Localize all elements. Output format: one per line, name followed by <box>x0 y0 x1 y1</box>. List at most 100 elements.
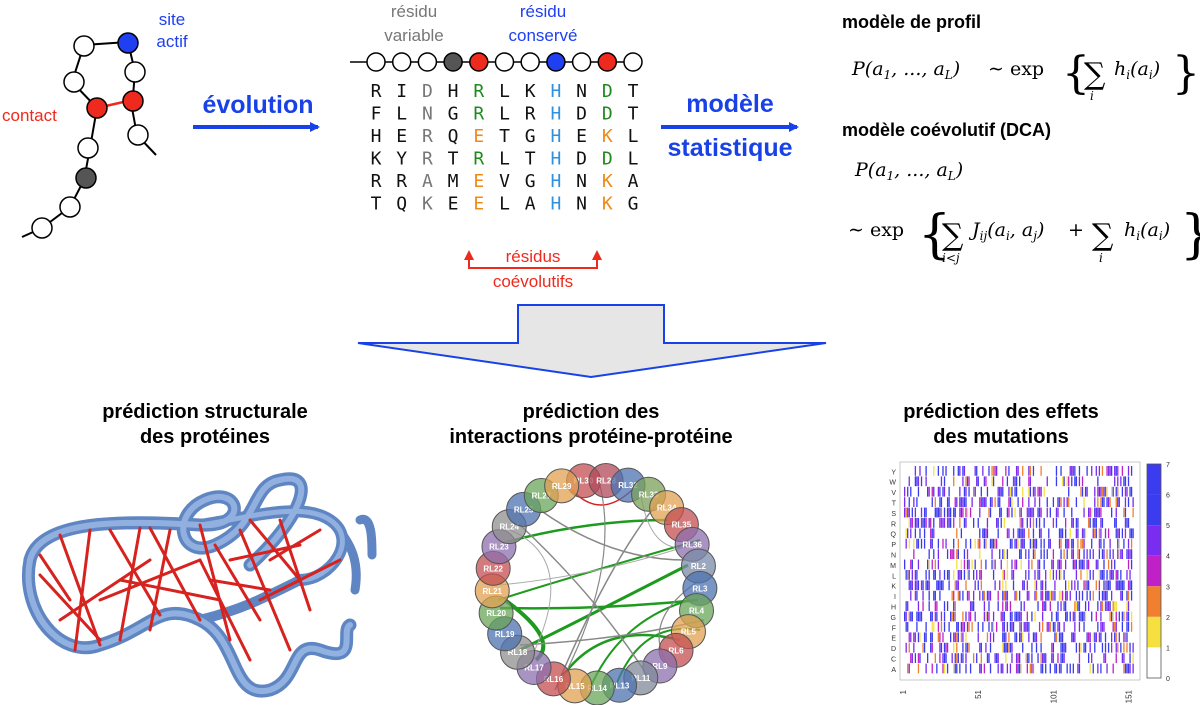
heatmap-cell <box>953 590 955 601</box>
heatmap-cell <box>965 611 967 622</box>
heatmap-cell <box>1040 507 1042 518</box>
heatmap-cell <box>917 538 920 549</box>
heatmap-cell <box>1111 570 1113 580</box>
heatmap-cell <box>960 559 963 570</box>
heatmap-cell <box>1017 466 1019 476</box>
heatmap-cell <box>1008 497 1010 507</box>
heatmap-cell <box>1088 559 1090 570</box>
circos-node-label: RL20 <box>486 609 506 618</box>
circos-node-label: RL32 <box>618 481 638 490</box>
heatmap-cell <box>1098 486 1101 497</box>
heatmap-cell <box>1052 570 1055 580</box>
heatmap-cell <box>971 622 973 632</box>
heatmap-cell <box>997 663 999 674</box>
heatmap-cell <box>1029 518 1032 528</box>
heatmap-cell <box>943 486 946 497</box>
heatmap-cell <box>1127 497 1130 507</box>
heatmap-cell <box>908 518 910 528</box>
heatmap-cell <box>954 611 956 622</box>
heatmap-cell <box>991 466 993 476</box>
heatmap-cell <box>919 466 921 476</box>
heatmap-cell <box>1005 632 1007 643</box>
heatmap-cell <box>1112 611 1114 622</box>
heatmap-cell <box>940 497 943 507</box>
heatmap-cell <box>1028 559 1030 570</box>
heatmap-cell <box>904 507 906 518</box>
heatmap-cell <box>1035 632 1038 643</box>
heatmap-cell <box>1032 486 1035 497</box>
heatmap-cell <box>957 622 959 632</box>
variable-header-2: variable <box>384 26 444 45</box>
alignment-node <box>443 52 463 72</box>
heatmap-cell <box>919 528 921 539</box>
heatmap-cell <box>992 611 995 622</box>
heatmap-cell <box>1120 570 1122 580</box>
heatmap-cell <box>1086 580 1088 591</box>
heatmap-cell <box>997 601 999 611</box>
heatmap-cell <box>937 549 940 559</box>
heatmap-cell <box>908 538 910 549</box>
heatmap-cell <box>1123 663 1125 674</box>
alignment-letter: N <box>576 194 587 215</box>
heatmap-cell <box>953 518 955 528</box>
alignment-letter: V <box>499 171 510 192</box>
heatmap-cell <box>910 518 912 528</box>
alignment-letter: M <box>448 171 459 192</box>
heatmap-cell <box>956 642 958 653</box>
heatmap-cell <box>1115 611 1117 622</box>
heatmap-cell <box>1112 663 1114 674</box>
heatmap-cell <box>1097 622 1099 632</box>
heatmap-cell <box>939 518 941 528</box>
heatmap-cell <box>1106 486 1108 497</box>
colorbar-tick: 2 <box>1166 615 1170 622</box>
heatmap-cell <box>1025 653 1027 663</box>
heatmap-cell <box>1022 518 1024 528</box>
heatmap-cell <box>1117 549 1119 559</box>
heatmap-cell <box>989 497 992 507</box>
heatmap-cell <box>1077 601 1079 611</box>
heatmap-cell <box>908 642 910 653</box>
heatmap-cell <box>980 642 982 653</box>
heatmap-cell <box>917 518 920 528</box>
heatmap-cell <box>940 476 943 487</box>
heatmap-cell <box>905 622 907 632</box>
heatmap-cell <box>1035 538 1038 549</box>
heatmap-cell <box>1063 622 1065 632</box>
heatmap-cell <box>1058 570 1061 580</box>
heatmap-cell <box>1028 486 1030 497</box>
heatmap-cell <box>905 601 907 611</box>
heatmap-cell <box>1019 528 1021 539</box>
heatmap-cell <box>922 518 924 528</box>
heatmap-cell <box>931 622 933 632</box>
heatmap-cell <box>927 580 929 591</box>
heatmap-cell <box>1103 549 1105 559</box>
heatmap-cell <box>1121 622 1124 632</box>
heatmap-cell <box>1043 538 1045 549</box>
heatmap-cell <box>1123 653 1125 663</box>
heatmap-cell <box>1028 590 1030 601</box>
heatmap-cell <box>1130 466 1133 476</box>
heatmap-cell <box>1103 538 1105 549</box>
alignment-node <box>546 52 566 72</box>
heatmap-cell <box>1111 632 1113 643</box>
alignment-letter: F <box>371 104 382 125</box>
heatmap-cell <box>1011 538 1013 549</box>
heatmap-cell <box>991 538 993 549</box>
heatmap-cell <box>1083 559 1085 570</box>
heatmap-cell <box>1023 622 1025 632</box>
heatmap-cell <box>930 538 932 549</box>
heatmap-cell <box>919 611 921 622</box>
heatmap-cell <box>954 653 956 663</box>
heatmap-cell <box>1100 601 1102 611</box>
heatmap-cell <box>914 528 917 539</box>
heatmap-cell <box>933 549 935 559</box>
residue-node <box>63 71 85 93</box>
heatmap-cell <box>956 653 958 663</box>
heatmap-cell <box>1100 663 1102 674</box>
heatmap-cell <box>1109 611 1111 622</box>
heatmap-cell <box>954 507 956 518</box>
heatmap-cell <box>1045 653 1047 663</box>
heatmap-cell <box>1111 611 1113 622</box>
heatmap-cell <box>1019 622 1021 632</box>
